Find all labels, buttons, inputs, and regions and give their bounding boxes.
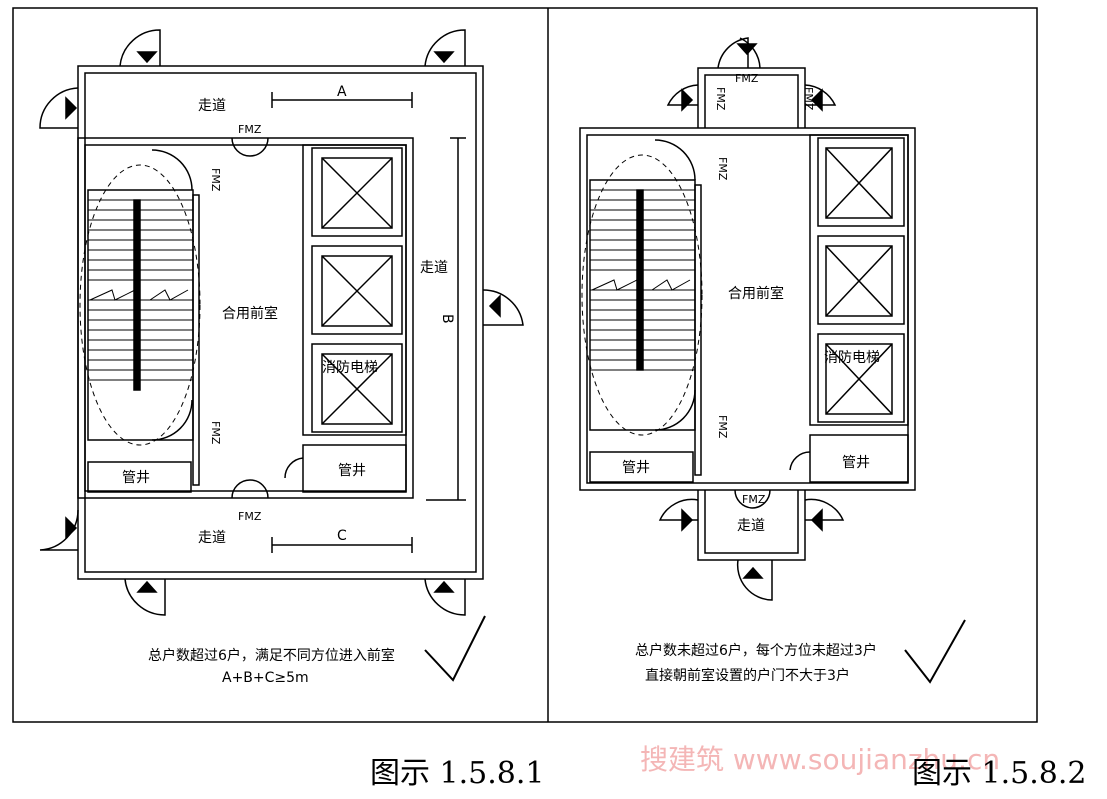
- left-elevator-3: [311, 343, 403, 433]
- left-corridor-bottom-label: 走道: [198, 530, 226, 546]
- left-door-bottom-label: FMZ: [238, 510, 262, 523]
- left-door-top-label: FMZ: [238, 123, 262, 136]
- left-note-line1: 总户数超过6户，满足不同方位进入前室: [148, 647, 395, 664]
- right-top-vestibule: [697, 67, 806, 128]
- right-door-left-label: FMZ: [714, 87, 727, 111]
- right-fire-elevator-label: 消防电梯: [824, 350, 880, 366]
- left-dim-a: A: [337, 84, 347, 100]
- right-core-wall: [579, 127, 916, 491]
- right-door-right-label: FMZ: [802, 87, 815, 111]
- left-door-tl-top: [119, 29, 161, 67]
- caption-left: 图示 1.5.8.1: [370, 756, 545, 791]
- right-door-bottom-label: FMZ: [742, 493, 766, 506]
- right-elevator-bank: [809, 134, 909, 426]
- right-bottom-vestibule: [697, 490, 806, 561]
- right-shaft-left-label: 管井: [622, 460, 650, 476]
- right-door-stair2-label: FMZ: [716, 415, 729, 439]
- right-note-line1: 总户数未超过6户，每个方位未超过3户: [635, 642, 877, 659]
- caption-right: 图示 1.5.8.2: [912, 756, 1087, 791]
- left-elevator-bank: [302, 144, 407, 436]
- right-door-stair-label: FMZ: [716, 157, 729, 181]
- left-door-stair-bottom-label: FMZ: [209, 421, 222, 445]
- left-dim-b: B: [439, 314, 455, 324]
- right-lobby-label: 合用前室: [728, 285, 784, 302]
- figure-frame: [12, 7, 1038, 723]
- left-corridor-right-label: 走道: [420, 260, 448, 276]
- watermark: 搜建筑 www.soujianzhu.cn: [640, 743, 1001, 776]
- right-core-wall-inner: [586, 134, 909, 484]
- left-lobby-label: 合用前室: [222, 305, 278, 322]
- left-shaft-right: [302, 444, 407, 493]
- left-door-stair-top-label: FMZ: [209, 168, 222, 192]
- right-shaft-left: [589, 451, 694, 483]
- left-core-wall: [77, 137, 414, 499]
- right-shaft-right: [809, 434, 909, 483]
- right-labels: FMZ FMZ FMZ FMZ FMZ FMZ 走道 合用前室 消防电梯 管井 …: [622, 72, 880, 684]
- left-partition: [192, 194, 200, 486]
- right-elevator-2: [817, 235, 905, 325]
- left-elevator-1: [311, 147, 403, 237]
- left-dim-c: C: [337, 528, 347, 544]
- left-note-line2: A+B+C≥5m: [222, 670, 309, 686]
- left-outer-wall-inner: [84, 72, 477, 573]
- right-door-top-label: FMZ: [735, 72, 759, 85]
- left-shaft-left-label: 管井: [122, 470, 150, 486]
- right-elevator-3: [817, 333, 905, 423]
- left-fire-elevator-label: 消防电梯: [322, 360, 378, 376]
- right-elevator-1: [817, 137, 905, 227]
- right-shaft-right-label: 管井: [842, 455, 870, 471]
- right-plan: [579, 37, 966, 684]
- right-note-line2: 直接朝前室设置的户门不大于3户: [645, 667, 850, 684]
- left-corridor-top-label: 走道: [198, 98, 226, 114]
- right-corridor-bottom-label: 走道: [737, 518, 765, 534]
- left-labels: 走道 走道 走道 A C B FMZ FMZ FMZ FMZ 合用前室 消防电梯…: [122, 84, 455, 686]
- left-stair-handrail: [133, 199, 141, 391]
- left-elevator-2: [311, 245, 403, 335]
- right-stair-handrail: [636, 189, 644, 371]
- left-plan: [39, 29, 524, 682]
- left-shaft-right-label: 管井: [338, 463, 366, 479]
- left-shaft-left: [87, 461, 192, 493]
- right-partition: [694, 184, 702, 476]
